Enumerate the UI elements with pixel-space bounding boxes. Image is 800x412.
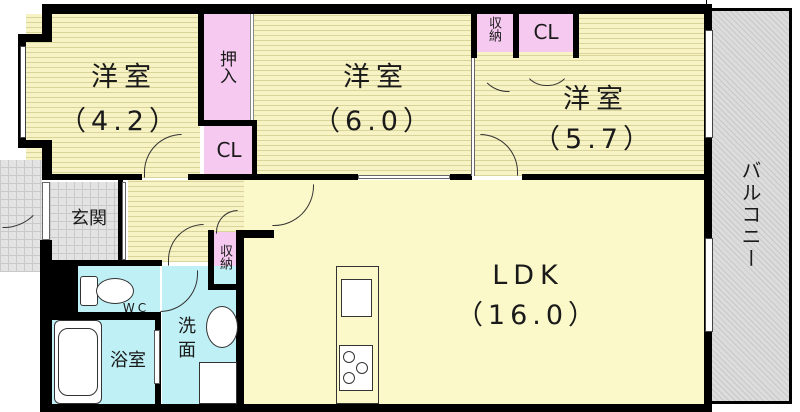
bath-door[interactable] <box>154 330 160 384</box>
entrance-floor <box>50 182 122 262</box>
closet-1-floor <box>204 126 254 174</box>
burner-3 <box>343 372 355 384</box>
bathtub-inner <box>58 328 98 396</box>
room-western-1-name: 洋室 <box>91 62 157 93</box>
wall-cl1-right <box>252 120 257 178</box>
room-western-1-size: （4.2） <box>59 106 181 137</box>
kitchen-sink-icon <box>341 279 372 317</box>
shuno-hall-label: 収納 <box>217 244 232 270</box>
wall-wc-bath <box>50 312 160 320</box>
entrance-step <box>122 182 126 260</box>
wall-left-upper-step <box>18 34 52 42</box>
balcony-label: バルコニー <box>738 160 762 270</box>
wall-mid-horizontal-1 <box>42 174 142 180</box>
wall-shuno-hall-left <box>208 230 214 286</box>
wall-ldk-top-step <box>236 230 274 238</box>
wall-shuno-hall-bottom <box>208 284 244 290</box>
room-western-2-floor <box>254 14 472 176</box>
window-room1 <box>20 46 26 138</box>
washing-machine-pan-icon <box>199 362 237 404</box>
sliding-door-room2-ldk[interactable] <box>358 175 450 179</box>
room-western-3-name: 洋室 <box>563 84 629 115</box>
oshiire-sliding-door <box>250 14 254 120</box>
room-western-3-size: （5.7） <box>533 124 655 155</box>
entrance-label: 玄関 <box>71 208 107 229</box>
room-western-2-size: （6.0） <box>313 106 435 137</box>
wall-cl2-right <box>573 14 579 58</box>
wall-wet-left <box>40 262 78 320</box>
wall-mid-horizontal-4 <box>522 174 708 180</box>
burner-2 <box>356 362 368 374</box>
closet-1-label: CL <box>216 138 242 162</box>
wall-entrance-right <box>118 180 123 264</box>
wall-shuno-cl-divider <box>513 14 519 58</box>
room-western-3-floor-upper <box>573 14 708 54</box>
wall-left-lower-step <box>18 140 52 148</box>
shuno-top-label: 収納 <box>486 16 501 42</box>
wall-left-mid <box>42 140 52 180</box>
ldk-floor-upper <box>272 180 708 240</box>
wall-oshiire-bottom <box>198 120 256 126</box>
toilet-bowl-icon <box>96 278 134 304</box>
wall-ldk-left <box>236 230 244 412</box>
wall-top-left-step <box>42 4 52 40</box>
window-room3 <box>705 30 713 138</box>
burner-1 <box>343 351 355 363</box>
room-western-2-name: 洋室 <box>343 62 409 93</box>
entrance-door-opening <box>42 182 50 240</box>
partition-room2-room3 <box>471 52 475 176</box>
bathroom-label: 浴室 <box>110 350 146 371</box>
wall-mid-horizontal-3 <box>450 174 472 180</box>
ldk-name: LDK <box>492 260 564 291</box>
wall-top <box>42 4 712 14</box>
toilet-label: WC <box>122 301 150 315</box>
washroom-label: 洗面 <box>175 316 196 364</box>
wall-shuno-top-left <box>471 14 477 58</box>
window-ldk <box>705 238 713 332</box>
wall-oshiire-left <box>198 14 204 126</box>
wall-entrance-bottom <box>40 260 162 266</box>
wall-mid-horizontal-2 <box>188 174 358 180</box>
oshiire-floor <box>204 14 250 120</box>
balcony-floor <box>712 8 792 404</box>
shuno-top-floor <box>477 14 513 52</box>
closet-2-floor <box>519 14 573 52</box>
oshiire-label: 押入 <box>216 50 236 84</box>
wall-bottom <box>40 404 712 412</box>
ldk-size: （16.0） <box>455 300 601 331</box>
closet-2-label: CL <box>533 20 559 44</box>
wash-basin-icon <box>206 306 238 348</box>
wall-right <box>704 4 712 412</box>
door-closet-2[interactable] <box>522 56 572 86</box>
